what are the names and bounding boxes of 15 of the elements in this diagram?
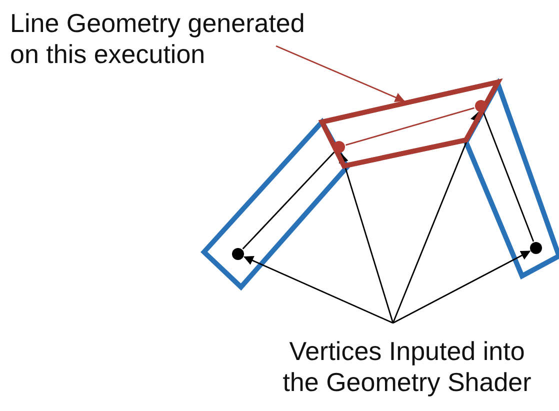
leader-arrow (392, 250, 531, 324)
leader-arrow (338, 152, 394, 324)
vertex-dot (530, 242, 542, 254)
vertex-dot (333, 141, 345, 153)
caption-text: Line Geometry generated on this execution (10, 8, 310, 70)
line-geometry-quad (316, 78, 502, 170)
caption-text: Vertices Inputed into the Geometry Shader (276, 336, 538, 398)
line (482, 112, 534, 242)
leader-arrow (244, 256, 394, 324)
leader-arrow (276, 45, 405, 102)
line (242, 152, 335, 250)
vertex-dot (475, 100, 487, 112)
line (346, 107, 474, 146)
vertex-dot (232, 248, 244, 260)
leader-arrow (392, 112, 480, 324)
